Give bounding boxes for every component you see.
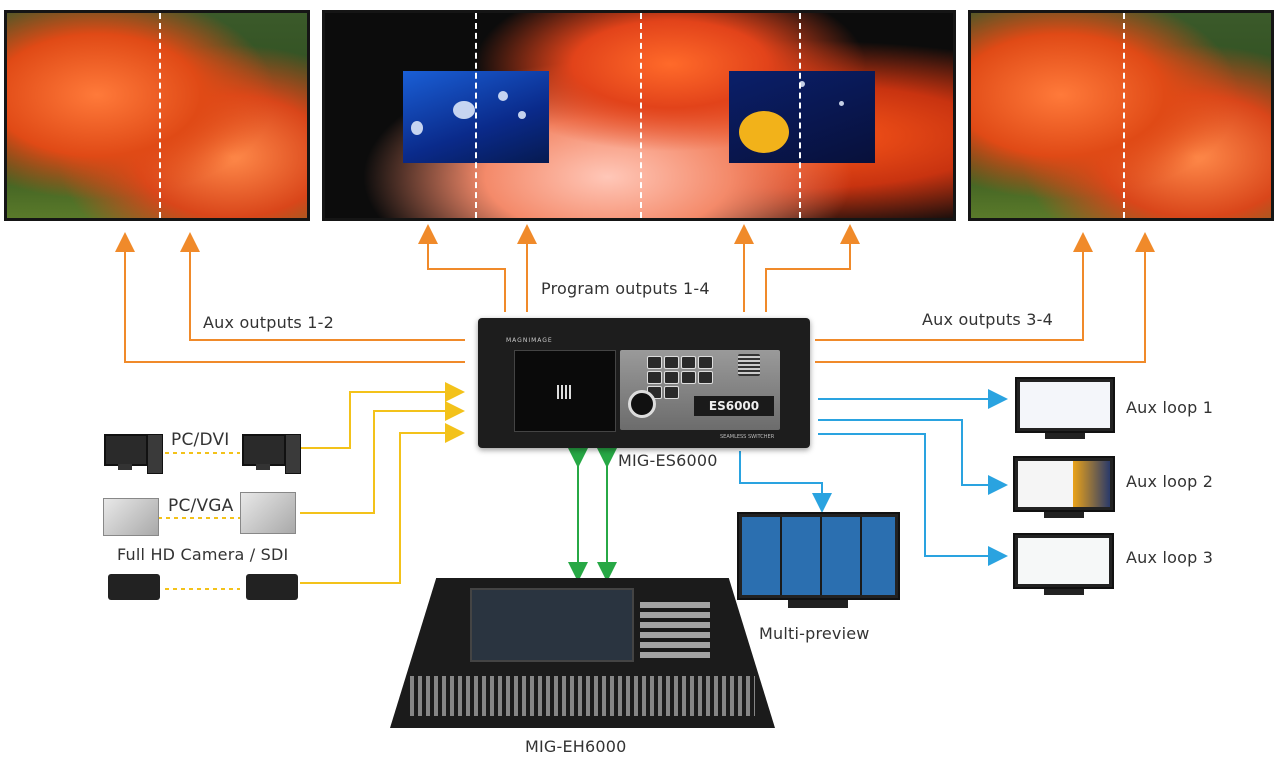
- number-button[interactable]: [647, 371, 662, 384]
- monitor-stand: [1044, 589, 1084, 595]
- multi-preview-monitor: [737, 512, 900, 600]
- split-line: [159, 13, 161, 218]
- aux-output-line: [115, 232, 465, 363]
- rotary-knob[interactable]: [628, 390, 656, 418]
- monitor-stand: [1045, 433, 1085, 439]
- number-button[interactable]: [664, 356, 679, 369]
- program-outputs-label: Program outputs 1-4: [541, 279, 710, 298]
- camera-sdi-label: Full HD Camera / SDI: [117, 545, 289, 564]
- pc-destination-icon: [242, 434, 301, 474]
- eh6000-control-console: [390, 578, 775, 728]
- aux-outputs-3-4-label: Aux outputs 3-4: [922, 310, 1053, 329]
- device-panel-label: MIG-EH6000: [525, 737, 627, 756]
- aux-loop-1-label: Aux loop 1: [1126, 398, 1214, 417]
- number-button[interactable]: [681, 371, 696, 384]
- number-button[interactable]: [664, 386, 679, 399]
- touch-screen: [470, 588, 634, 662]
- flamingo-image: [971, 13, 1271, 218]
- pc-source-icon: [104, 434, 163, 474]
- left-aux-screen: [4, 10, 310, 221]
- number-button[interactable]: [647, 356, 662, 369]
- laptop-source-icon: [103, 498, 159, 536]
- monitor-stand: [788, 600, 848, 608]
- control-face: ES6000: [620, 350, 780, 430]
- number-button[interactable]: [698, 371, 713, 384]
- aux-loop-1-monitor: [1015, 377, 1115, 433]
- device-main-label: MIG-ES6000: [618, 451, 718, 470]
- model-badge: ES6000: [694, 396, 774, 416]
- es6000-switcher: MAGNIMAGE ES6000 SEAMLESS SWITCHER: [478, 318, 810, 448]
- program-output-line: [765, 224, 860, 312]
- aux-loop-2-label: Aux loop 2: [1126, 472, 1214, 491]
- number-button-grid: [646, 355, 726, 400]
- input-line-sdi: [300, 423, 465, 584]
- split-line: [475, 13, 477, 218]
- key-rows: [410, 676, 755, 716]
- multi-preview-label: Multi-preview: [759, 624, 870, 643]
- device-subtitle: SEAMLESS SWITCHER: [720, 434, 775, 440]
- aux-loop-3-monitor: [1013, 533, 1114, 589]
- split-line: [640, 13, 642, 218]
- split-line: [1123, 13, 1125, 218]
- number-button[interactable]: [681, 356, 696, 369]
- input-line-vga: [300, 401, 465, 514]
- preview-line: [739, 451, 832, 513]
- number-button[interactable]: [664, 371, 679, 384]
- keypad: [640, 598, 710, 658]
- pc-vga-label: PC/VGA: [168, 496, 234, 516]
- flamingo-image: [7, 13, 307, 218]
- aux-loop-2-monitor: [1013, 456, 1115, 512]
- camera-source-icon: [108, 574, 160, 600]
- aux-output-line: [180, 232, 465, 341]
- aux-output-line: [815, 232, 1155, 363]
- monitor-stand: [1044, 512, 1084, 518]
- right-aux-screen: [968, 10, 1274, 221]
- split-line: [799, 13, 801, 218]
- pc-dvi-label: PC/DVI: [171, 430, 230, 450]
- brand-logo: MAGNIMAGE: [506, 337, 553, 344]
- logo-icon: [557, 385, 573, 399]
- aux-loop-line: [818, 419, 1008, 495]
- input-line-dvi: [300, 382, 465, 449]
- keypad-icon: [738, 354, 760, 376]
- aux-loop-3-label: Aux loop 3: [1126, 548, 1214, 567]
- laptop-destination-icon: [240, 492, 296, 534]
- program-output-line: [418, 224, 506, 312]
- aux-loop-line: [818, 433, 1008, 566]
- number-button[interactable]: [698, 356, 713, 369]
- display-panel: [514, 350, 616, 432]
- aux-outputs-1-2-label: Aux outputs 1-2: [203, 313, 334, 332]
- aux-output-line: [815, 232, 1093, 341]
- jellyfish-pip-right: [729, 71, 875, 163]
- camera-destination-icon: [246, 574, 298, 600]
- program-screen: [322, 10, 956, 221]
